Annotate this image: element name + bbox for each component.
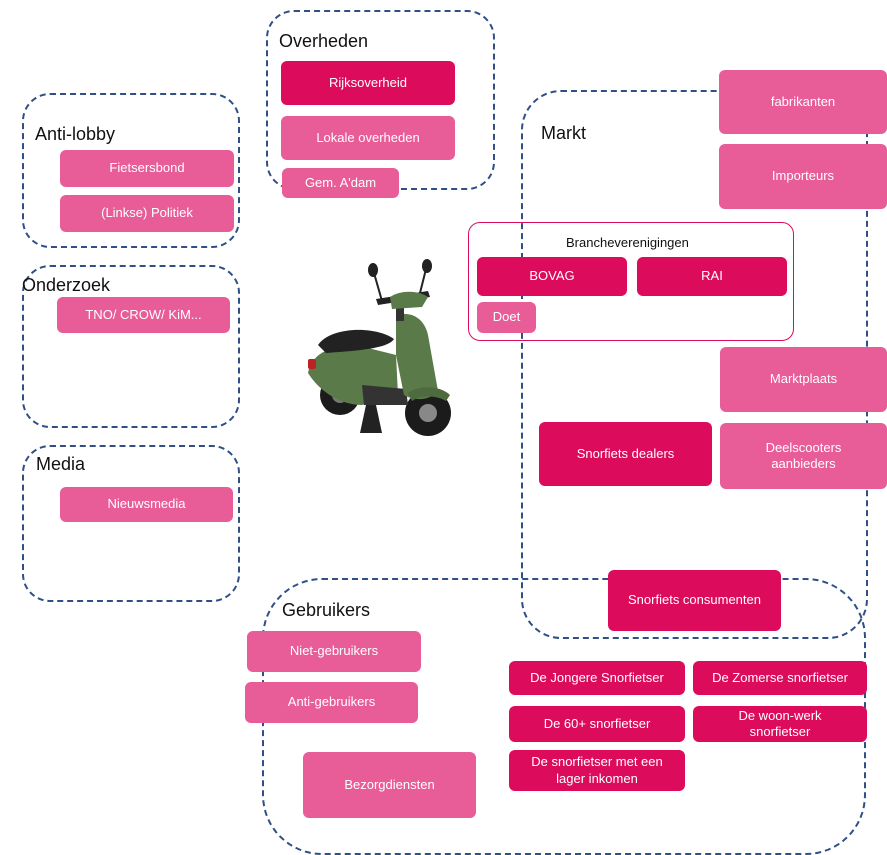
nieuwsmedia-box: Nieuwsmedia: [60, 487, 233, 522]
overheden-title: Overheden: [279, 31, 369, 51]
doet-box: Doet: [477, 302, 536, 333]
anti-gebruikers-box: Anti-gebruikers: [245, 682, 418, 723]
brancheverenigingen-title: Brancheverenigingen: [566, 235, 689, 250]
fabrikanten-box: fabrikanten: [719, 70, 887, 134]
onderzoek-group: [22, 265, 240, 428]
deelscooters-aanbieders-box: Deelscooters aanbieders: [720, 423, 887, 489]
lager-inkomen-snorfietser-box: De snorfietser met een lager inkomen: [509, 750, 685, 791]
media-group: [22, 445, 240, 602]
rijksoverheid-box: Rijksoverheid: [281, 61, 455, 105]
anti-lobby-group: [22, 93, 240, 248]
gem-adam-box: Gem. A'dam: [282, 168, 399, 198]
snorfiets-dealers-box: Snorfiets dealers: [539, 422, 712, 486]
rai-box: RAI: [637, 257, 787, 296]
woon-werk-snorfietser-box: De woon-werk snorfietser: [693, 706, 867, 742]
gebruikers-title: Gebruikers: [282, 600, 371, 620]
scooter-image: [308, 259, 451, 436]
brancheverenigingen-box: [468, 222, 794, 341]
zomerse-snorfietser-box: De Zomerse snorfietser: [693, 661, 867, 695]
markt-title: Markt: [541, 123, 586, 143]
onderzoek-title: Onderzoek: [22, 275, 111, 295]
fietsersbond-box: Fietsersbond: [60, 150, 234, 187]
zestig-plus-snorfietser-box: De 60+ snorfietser: [509, 706, 685, 742]
tno-crow-kim-box: TNO/ CROW/ KiM...: [57, 297, 230, 333]
bovag-box: BOVAG: [477, 257, 627, 296]
importeurs-box: Importeurs: [719, 144, 887, 209]
niet-gebruikers-box: Niet-gebruikers: [247, 631, 421, 672]
anti-lobby-title: Anti-lobby: [35, 124, 116, 144]
bezorgdiensten-box: Bezorgdiensten: [303, 752, 476, 818]
lokale-overheden-box: Lokale overheden: [281, 116, 455, 160]
snorfiets-consumenten-box: Snorfiets consumenten: [608, 570, 781, 631]
jongere-snorfietser-box: De Jongere Snorfietser: [509, 661, 685, 695]
linkse-politiek-box: (Linkse) Politiek: [60, 195, 234, 232]
marktplaats-box: Marktplaats: [720, 347, 887, 412]
media-title: Media: [36, 454, 86, 474]
